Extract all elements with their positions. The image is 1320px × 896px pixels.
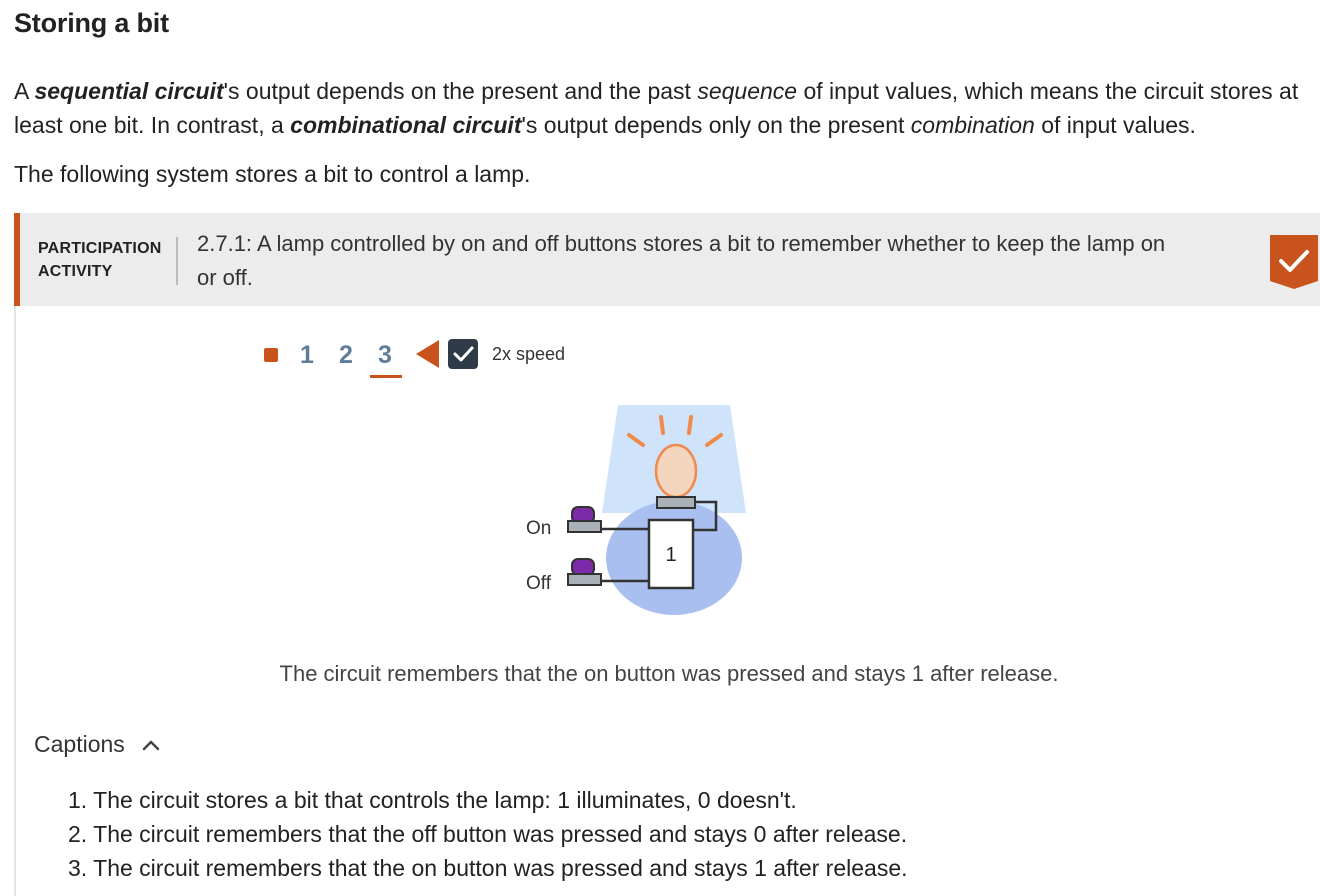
caption-item: 3. The circuit remembers that the on but… [68, 855, 908, 881]
lamp-bulb [654, 443, 698, 499]
intro-paragraph: A sequential circuit's output depends on… [14, 74, 1314, 142]
chevron-up-icon [142, 740, 160, 750]
animation-controls: 1 2 3 2x speed [264, 338, 594, 388]
speed-checkbox[interactable] [448, 339, 478, 369]
captions-label: Captions [34, 731, 125, 757]
intro-text: 's output depends on the present and the… [223, 78, 698, 104]
off-button [571, 558, 595, 576]
intro-text: of input values, which means the circuit… [14, 78, 1299, 138]
speed-label: 2x speed [492, 344, 566, 364]
emphasis-combination: combination [910, 112, 1035, 138]
activity-title: 2.7.1: A lamp controlled by on and off b… [197, 231, 1166, 290]
lamp-circuit-diagram: 1 On Off [526, 405, 746, 615]
intro-text: of input values. [1034, 112, 1196, 138]
check-icon [1270, 235, 1318, 289]
on-label: On [526, 518, 551, 539]
step-1-button[interactable]: 1 [300, 341, 314, 369]
lamp-base [656, 496, 696, 509]
activity-header: PARTICIPATION ACTIVITY 2.7.1: A lamp con… [14, 213, 1320, 306]
current-caption: The circuit remembers that the on button… [279, 661, 1059, 686]
header-divider [176, 237, 178, 285]
system-description: The following system stores a bit to con… [14, 161, 531, 187]
off-label: Off [526, 573, 552, 594]
step-3-button[interactable]: 3 [378, 341, 392, 369]
lamp-rays [627, 415, 723, 447]
term-combinational-circuit: combinational circuit [290, 112, 522, 138]
caption-item: 1. The circuit stores a bit that control… [68, 787, 797, 813]
captions-toggle[interactable]: Captions [34, 731, 161, 758]
participation-activity: PARTICIPATION ACTIVITY 2.7.1: A lamp con… [14, 213, 1320, 896]
stop-button[interactable] [264, 348, 278, 362]
term-sequential-circuit: sequential circuit [34, 78, 224, 104]
section-title: Storing a bit [14, 8, 169, 38]
step-2-button[interactable]: 2 [339, 341, 353, 369]
intro-text: A [14, 78, 35, 104]
activity-type-line2: ACTIVITY [38, 263, 113, 280]
activity-type-line1: PARTICIPATION [38, 240, 162, 257]
caption-item: 2. The circuit remembers that the off bu… [68, 821, 908, 847]
active-step-underline [370, 375, 402, 378]
stored-bit: 1 [665, 544, 676, 566]
bit-storage-box [647, 518, 695, 590]
emphasis-sequence: sequence [697, 78, 798, 104]
captions-list: 1. The circuit stores a bit that control… [68, 783, 908, 885]
checkmark-icon [453, 346, 474, 362]
activity-type-label: PARTICIPATION ACTIVITY [38, 237, 161, 283]
back-triangle-icon[interactable] [414, 338, 440, 370]
intro-text: 's output depends only on the present [521, 112, 911, 138]
